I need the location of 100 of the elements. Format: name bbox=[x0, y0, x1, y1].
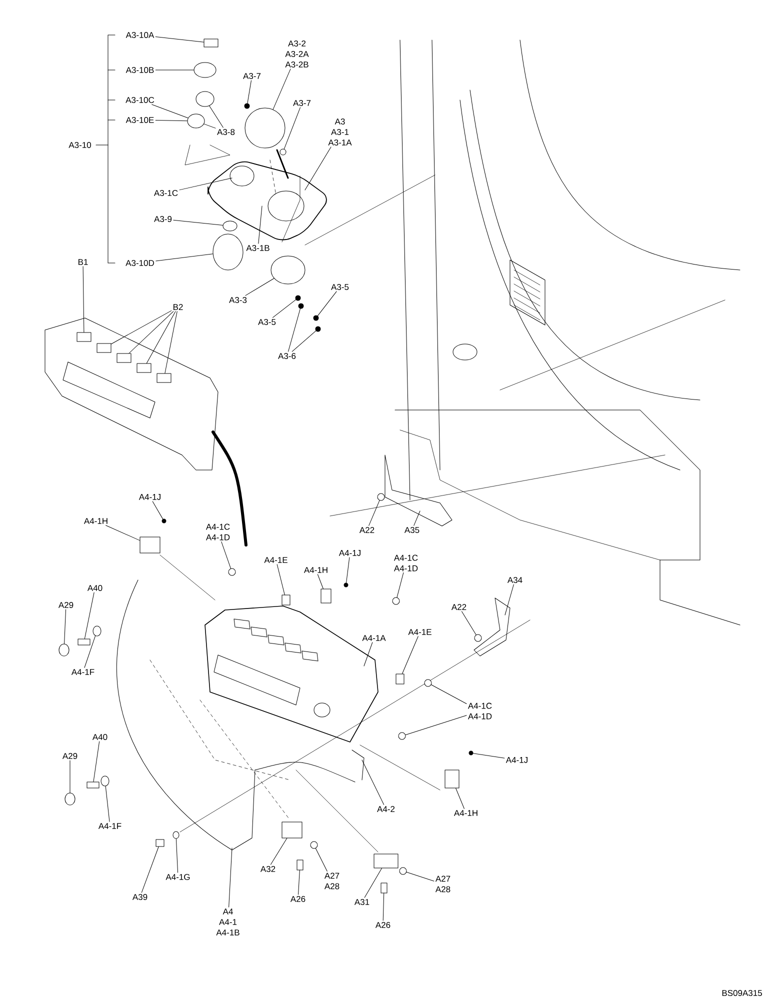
leader-line bbox=[402, 636, 418, 674]
callout-label: A4-1C A4-1D bbox=[204, 522, 232, 542]
leader-line bbox=[414, 510, 420, 526]
leader-line bbox=[504, 584, 514, 616]
leader-line bbox=[276, 564, 285, 595]
leader-line bbox=[247, 80, 252, 104]
screw-drawing bbox=[315, 326, 321, 332]
part-drawing bbox=[136, 363, 152, 373]
callout-label: A4-1E bbox=[407, 628, 434, 636]
leader-line bbox=[431, 684, 467, 704]
part-drawing bbox=[244, 108, 286, 148]
leader-line bbox=[304, 146, 332, 190]
callout-label: A26 bbox=[289, 894, 307, 904]
callout-label: A29 bbox=[57, 600, 75, 610]
callout-label: A3-5 bbox=[330, 282, 350, 292]
leader-line bbox=[156, 254, 214, 262]
part-drawing bbox=[194, 62, 216, 78]
callout-label: A4-1J bbox=[338, 548, 362, 558]
part-drawing bbox=[320, 588, 332, 604]
leader-line bbox=[346, 557, 350, 584]
leader-line bbox=[152, 104, 188, 118]
leader-line bbox=[128, 311, 174, 354]
part-drawing bbox=[76, 332, 92, 342]
screw-drawing bbox=[468, 750, 474, 756]
leader-line bbox=[317, 574, 324, 589]
screw-drawing bbox=[162, 518, 166, 524]
part-drawing bbox=[58, 644, 70, 656]
part-drawing bbox=[399, 867, 407, 875]
leader-line bbox=[209, 106, 224, 128]
part-drawing bbox=[310, 841, 318, 849]
part-drawing bbox=[156, 373, 172, 383]
callout-label: A29 bbox=[61, 752, 79, 760]
leader-line bbox=[141, 846, 159, 893]
part-drawing bbox=[380, 882, 388, 894]
part-drawing bbox=[100, 776, 110, 786]
leader-line bbox=[382, 893, 384, 921]
leader-line bbox=[155, 120, 188, 122]
part-drawing bbox=[187, 114, 205, 128]
part-drawing bbox=[92, 626, 102, 636]
leader-line bbox=[111, 310, 172, 344]
part-drawing bbox=[228, 568, 236, 576]
callout-label: A4-2 bbox=[376, 804, 396, 814]
part-drawing bbox=[398, 732, 406, 740]
part-drawing bbox=[474, 634, 482, 642]
leader-line bbox=[106, 525, 140, 541]
part-drawing bbox=[96, 343, 112, 353]
leader-line bbox=[93, 741, 100, 782]
callout-label: A4-1J bbox=[504, 756, 530, 764]
part-drawing bbox=[396, 674, 404, 684]
callout-label: A3-10 bbox=[67, 140, 93, 150]
callout-label: A3-8 bbox=[216, 128, 236, 136]
part-drawing bbox=[172, 831, 180, 839]
callout-label: A3-10D bbox=[124, 258, 156, 268]
callout-label: A3-10E bbox=[124, 116, 156, 124]
callout-label: A4-1H bbox=[452, 808, 480, 818]
callout-label: A4 A4-1 A4-1B bbox=[215, 907, 241, 937]
leader-line bbox=[272, 299, 296, 318]
screw-drawing bbox=[313, 315, 319, 321]
callout-label: A22 bbox=[450, 602, 468, 612]
leader-line bbox=[368, 500, 380, 526]
callout-label: A3-5 bbox=[256, 318, 278, 326]
part-drawing bbox=[424, 679, 432, 687]
screw-drawing bbox=[344, 582, 348, 588]
part-drawing bbox=[444, 770, 460, 788]
leader-line bbox=[179, 178, 232, 190]
callout-label: A4-1C A4-1D bbox=[466, 702, 494, 720]
leader-line bbox=[258, 206, 262, 244]
callout-label: B1 bbox=[76, 258, 90, 266]
leader-line bbox=[105, 786, 110, 822]
leader-line bbox=[272, 68, 291, 110]
callout-label: A3-6 bbox=[276, 352, 298, 360]
callout-label: A4-1E bbox=[263, 556, 290, 564]
leader-line bbox=[228, 848, 232, 908]
part-drawing bbox=[140, 536, 160, 554]
leader-line bbox=[406, 872, 434, 882]
callout-label: A3-7 bbox=[292, 98, 312, 108]
leader-line bbox=[82, 266, 84, 332]
leader-line bbox=[396, 572, 404, 598]
callout-label: A27 A28 bbox=[434, 874, 452, 894]
screw-drawing bbox=[244, 103, 250, 109]
part-drawing bbox=[116, 353, 132, 363]
part-drawing bbox=[212, 234, 244, 270]
leader-line bbox=[461, 611, 476, 636]
callout-label: A3-2 A3-2A A3-2B bbox=[284, 39, 310, 69]
callout-label: A40 bbox=[86, 584, 104, 592]
leader-line bbox=[221, 541, 232, 569]
part-drawing bbox=[374, 854, 398, 868]
part-drawing bbox=[296, 860, 304, 870]
callout-label: A3 A3-1 A3-1A bbox=[327, 117, 354, 147]
callout-label: A40 bbox=[91, 732, 109, 742]
callout-label: A4-1A bbox=[361, 634, 388, 642]
callout-label: A39 bbox=[131, 892, 149, 902]
part-drawing bbox=[64, 792, 76, 806]
part-drawing bbox=[280, 148, 286, 156]
leader-line bbox=[64, 609, 66, 644]
callout-label: A4-1G bbox=[164, 872, 192, 882]
leader-line bbox=[84, 592, 94, 639]
callout-label: A4-1C A4-1D bbox=[392, 554, 420, 572]
callout-label: A3-1C bbox=[152, 188, 180, 198]
part-drawing bbox=[196, 91, 214, 107]
